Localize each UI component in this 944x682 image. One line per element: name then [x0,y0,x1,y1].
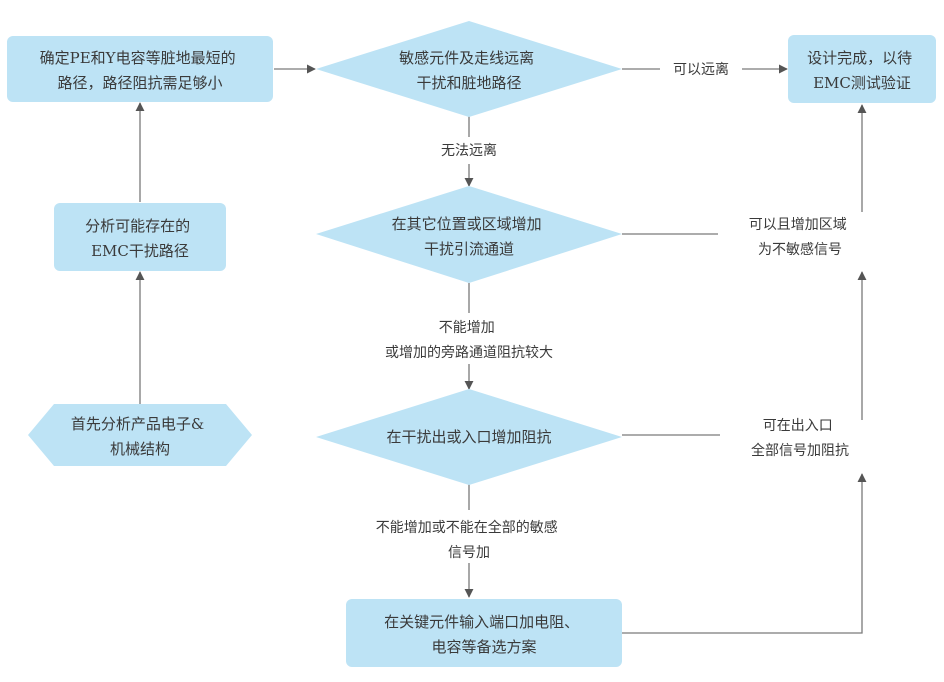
svg-text:设计完成，以待 EMC测试验证: 设计完成，以待 EMC测试验证 [807,49,917,92]
svg-text:敏感元件及走线远离 干扰和脏地路径: 敏感元件及走线远离 干扰和脏地路径 [399,49,539,92]
decision-add-impedance-diamond [316,389,622,485]
label-cannot-add-line1: 不能增加 [439,320,495,336]
label-cannot-add-impedance: 不能增加或不能在全部的敏感 信号加 [376,519,562,561]
start-analyze-structure-line1: 首先分析产品电子& [71,415,204,433]
label-can-add-impedance-line1: 可在出入口 [763,418,833,434]
label-cannot-add-impedance-line1: 不能增加或不能在全部的敏感 [376,519,558,536]
node-end-design-complete: 设计完成，以待 EMC测试验证 [788,35,936,103]
end-design-complete-box [788,35,936,103]
end-design-complete-line2: EMC测试验证 [813,74,911,92]
decision-add-channel-diamond [316,186,622,283]
step-shortest-path-line1: 确定PE和Y电容等脏地最短的 [40,49,236,67]
svg-text:在干扰出或入口增加阻抗: 在干扰出或入口增加阻抗 [386,428,551,446]
node-step-key-component: 在关键元件输入端口加电阻、 电容等备选方案 [346,599,622,667]
label-can-move-away-line1: 可以远离 [673,61,729,78]
step-analyze-paths-line1: 分析可能存在的 [85,217,190,235]
step-key-component-box [346,599,622,667]
label-cannot-add: 不能增加 或增加的旁路通道阻抗较大 [385,320,553,361]
start-analyze-structure-line2: 机械结构 [110,440,170,458]
decision-add-impedance-line1: 在干扰出或入口增加阻抗 [386,428,551,446]
svg-text:在关键元件输入端口加电阻、 电容等备选方案: 在关键元件输入端口加电阻、 电容等备选方案 [384,613,584,656]
label-cannot-add-impedance-line2: 信号加 [448,545,490,561]
decision-sensitive-away-line1: 敏感元件及走线远离 [399,49,534,67]
step-analyze-paths-box [54,203,226,271]
connectors [135,64,867,634]
step-key-component-line2: 电容等备选方案 [431,638,536,656]
label-can-add-area-line1: 可以且增加区域 [749,217,847,233]
step-analyze-paths-line2: EMC干扰路径 [91,242,189,260]
end-design-complete-line1: 设计完成，以待 [807,49,912,67]
label-cannot-move-away-line1: 无法远离 [441,142,497,159]
node-decision-sensitive-away: 敏感元件及走线远离 干扰和脏地路径 [316,21,622,117]
label-can-add-area-line2: 为不敏感信号 [758,241,842,258]
step-shortest-path-box [7,36,273,102]
svg-text:首先分析产品电子& 机械结构: 首先分析产品电子& 机械结构 [71,415,209,458]
decision-add-channel-line1: 在其它位置或区域增加 [392,215,542,233]
svg-text:确定PE和Y电容等脏地最短的 路径，路径阻抗需足: 确定PE和Y电容等脏地最短的 路径，路径阻抗需足够小 [40,49,241,92]
node-step-shortest-path: 确定PE和Y电容等脏地最短的 路径，路径阻抗需足够小 [7,36,273,102]
decision-sensitive-away-diamond [316,21,622,117]
label-can-move-away: 可以远离 [673,61,729,78]
label-can-add-area: 可以且增加区域 为不敏感信号 [749,217,851,258]
node-start-analyze-structure: 首先分析产品电子& 机械结构 [28,404,252,466]
node-decision-add-impedance: 在干扰出或入口增加阻抗 [316,389,622,485]
node-decision-add-channel: 在其它位置或区域增加 干扰引流通道 [316,186,622,283]
svg-text:在其它位置或区域增加 干扰引流通道: 在其它位置或区域增加 干扰引流通道 [392,215,547,258]
label-cannot-move-away: 无法远离 [441,142,497,159]
step-key-component-line1: 在关键元件输入端口加电阻、 [384,613,579,631]
label-can-add-impedance: 可在出入口 全部信号加阻抗 [751,418,849,459]
start-analyze-structure-hexagon [28,404,252,466]
label-cannot-add-line2: 或增加的旁路通道阻抗较大 [385,344,553,361]
edge-step-to-right [622,473,867,634]
svg-text:分析可能存在的 EMC干扰路径: 分析可能存在的 EMC干扰路径 [85,217,195,260]
label-can-add-impedance-line2: 全部信号加阻抗 [751,442,849,459]
decision-add-channel-line2: 干扰引流通道 [424,240,514,258]
node-step-analyze-paths: 分析可能存在的 EMC干扰路径 [54,203,226,271]
decision-sensitive-away-line2: 干扰和脏地路径 [416,74,521,92]
step-shortest-path-line2: 路径，路径阻抗需足够小 [57,74,222,92]
